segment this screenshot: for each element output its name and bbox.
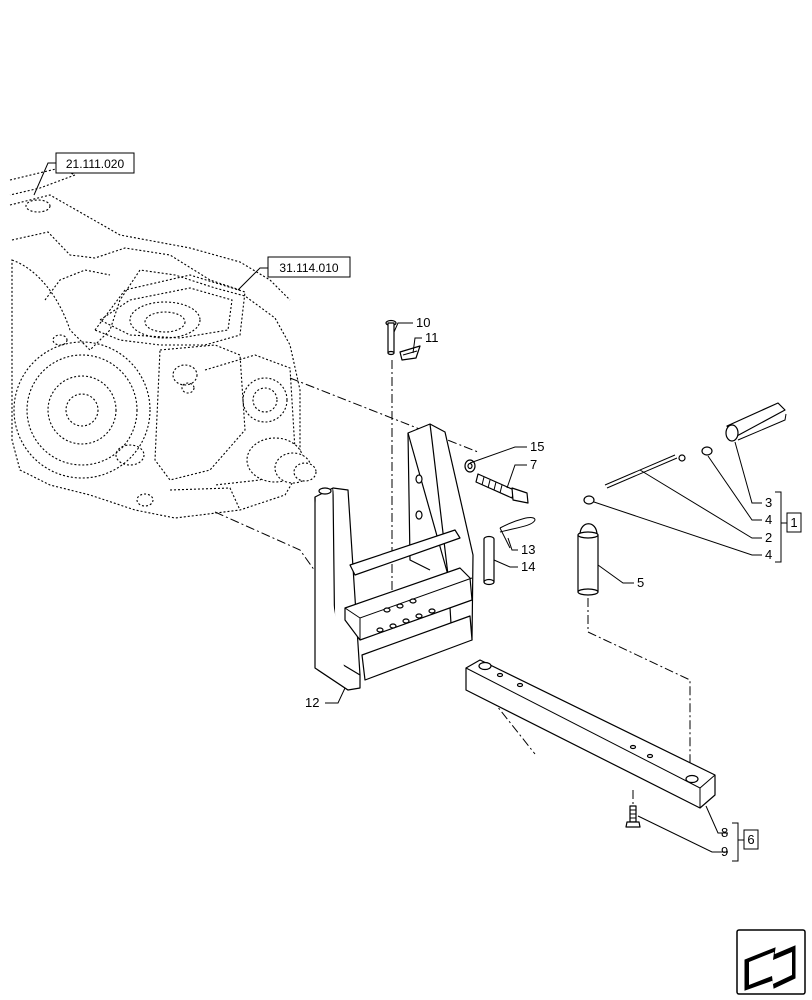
spring-clip-part-3 — [725, 402, 787, 442]
clip-part-11 — [399, 345, 421, 361]
svg-text:5: 5 — [637, 575, 644, 590]
svg-text:4: 4 — [765, 512, 772, 527]
reference-housing[interactable]: 31.114.010 — [237, 256, 351, 291]
bolt-part-7 — [475, 473, 529, 504]
svg-text:2: 2 — [765, 530, 772, 545]
callout-15: 15 — [469, 439, 544, 464]
chain-part-2 — [604, 454, 686, 489]
svg-text:9: 9 — [721, 844, 728, 859]
callout-9: 9 — [637, 815, 728, 859]
callout-8: 8 — [705, 805, 728, 840]
svg-text:1: 1 — [790, 515, 797, 530]
svg-text:8: 8 — [721, 825, 728, 840]
svg-text:7: 7 — [530, 457, 537, 472]
bolt-part-9 — [625, 805, 641, 828]
reference-transmission[interactable]: 21.111.020 — [33, 152, 135, 196]
callout-14: 14 — [493, 559, 535, 574]
svg-text:6: 6 — [747, 832, 754, 847]
svg-text:13: 13 — [521, 542, 535, 557]
callout-12: 12 — [305, 687, 346, 710]
callout-4b: 4 — [593, 501, 772, 562]
svg-text:14: 14 — [521, 559, 535, 574]
transmission-housing — [9, 167, 317, 519]
callout-7: 7 — [506, 457, 537, 489]
svg-text:11: 11 — [425, 330, 439, 345]
svg-text:10: 10 — [416, 315, 430, 330]
svg-text:4: 4 — [765, 547, 772, 562]
sleeve-part-14 — [483, 535, 495, 586]
callout-11: 11 — [412, 330, 439, 354]
svg-text:3: 3 — [765, 495, 772, 510]
svg-text:15: 15 — [530, 439, 544, 454]
callout-3: 3 — [734, 441, 772, 510]
drawbar-support-bracket — [314, 423, 474, 691]
callout-13: 13 — [507, 537, 535, 557]
washer-part-15 — [464, 459, 476, 473]
kit-bracket-6: 6 — [732, 822, 759, 862]
callout-4a: 4 — [707, 455, 772, 527]
callout-10: 10 — [393, 315, 430, 333]
callout-2: 2 — [639, 469, 772, 545]
drawbar-part-8 — [465, 659, 716, 809]
reference-housing-label: 31.114.010 — [279, 261, 338, 275]
callout-5: 5 — [597, 564, 644, 590]
reference-transmission-label: 21.111.020 — [66, 157, 125, 171]
pin-part-10 — [385, 319, 397, 356]
next-page-arrow-icon[interactable] — [736, 929, 806, 995]
o-ring-part-4 — [583, 446, 713, 505]
svg-text:12: 12 — [305, 695, 319, 710]
kit-bracket-1: 1 — [775, 491, 802, 563]
hitch-pin-part-5 — [577, 523, 599, 596]
linch-pin-part-13 — [499, 517, 536, 549]
